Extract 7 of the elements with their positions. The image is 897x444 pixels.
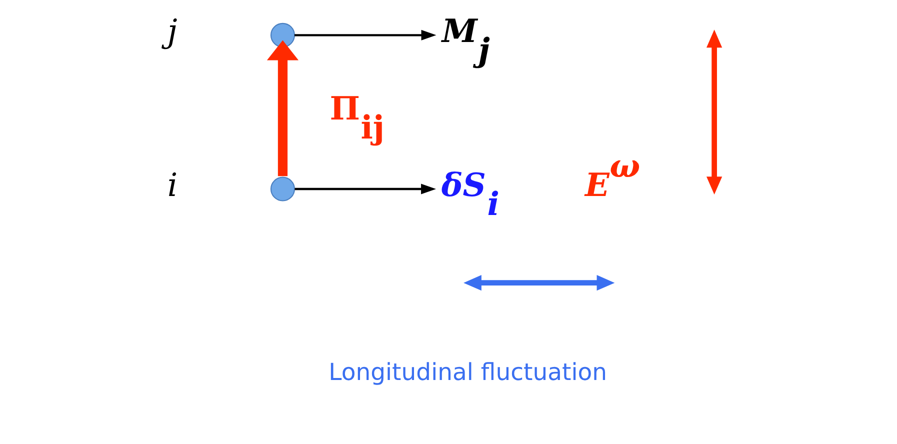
node-circle	[270, 22, 296, 47]
label: Longitudinal fluctuation	[328, 358, 608, 386]
arrow	[294, 183, 436, 194]
arrow	[266, 40, 299, 176]
arrow	[294, 29, 436, 40]
node-circle	[270, 176, 296, 201]
node-label: i	[167, 165, 178, 204]
